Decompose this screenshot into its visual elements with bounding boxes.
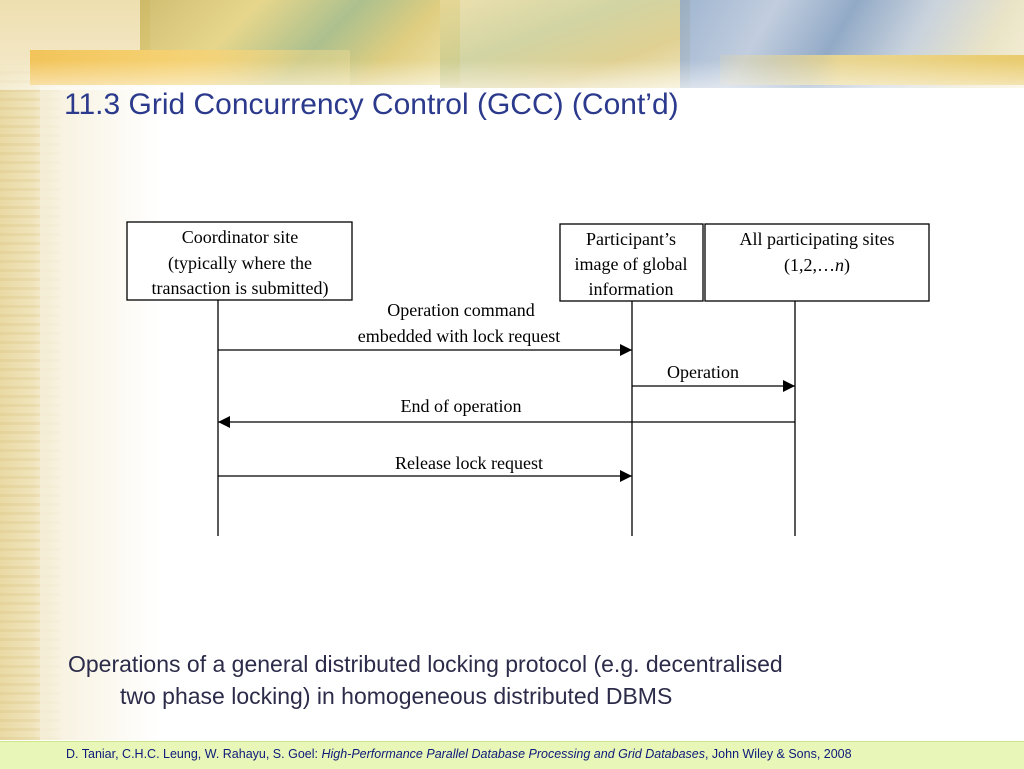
footer-bar: D. Taniar, C.H.C. Leung, W. Rahayu, S. G…	[0, 741, 1024, 769]
all-sites-range-n: n	[835, 255, 844, 275]
message-operation-command: Operation command embedded with lock req…	[218, 300, 632, 356]
footer-authors: D. Taniar, C.H.C. Leung, W. Rahayu, S. G…	[66, 747, 322, 761]
coordinator-node-line: transaction is submitted)	[152, 278, 329, 299]
message-label: Operation command	[387, 300, 534, 320]
message-label: Operation	[667, 362, 739, 382]
message-label: End of operation	[401, 396, 522, 416]
footer-citation: D. Taniar, C.H.C. Leung, W. Rahayu, S. G…	[66, 747, 852, 761]
participant-image-node-line: Participant’s	[586, 229, 676, 249]
banner-fade	[0, 60, 1024, 90]
message-release-lock: Release lock request	[218, 453, 632, 482]
participant-image-node-line: information	[589, 279, 674, 299]
all-sites-range-suffix: )	[844, 255, 850, 276]
all-sites-node: All participating sites (1,2,…n)	[704, 223, 930, 302]
all-sites-range-prefix: (1,2,…	[784, 255, 835, 276]
slide-caption: Operations of a general distributed lock…	[68, 648, 968, 712]
left-decorative-fade	[40, 0, 160, 740]
slide-title: 11.3 Grid Concurrency Control (GCC) (Con…	[64, 88, 679, 121]
all-sites-node-line: All participating sites	[740, 229, 895, 249]
footer-book-title: High-Performance Parallel Database Proce…	[321, 747, 705, 761]
all-sites-node-line: (1,2,…n)	[784, 255, 850, 276]
message-operation: Operation	[632, 362, 795, 392]
message-label: Release lock request	[395, 453, 543, 473]
participant-image-node-line: image of global	[575, 254, 688, 274]
participant-image-node: Participant’s image of global informatio…	[559, 223, 704, 302]
top-decorative-banner	[0, 0, 1024, 90]
coordinator-node: Coordinator site (typically where the tr…	[126, 221, 353, 301]
message-label: embedded with lock request	[358, 326, 560, 346]
coordinator-node-line: Coordinator site	[182, 227, 298, 247]
message-end-of-operation: End of operation	[218, 396, 795, 428]
caption-line: two phase locking) in homogeneous distri…	[120, 683, 673, 709]
coordinator-node-line: (typically where the	[168, 253, 312, 274]
footer-publisher: , John Wiley & Sons, 2008	[704, 747, 852, 761]
sequence-diagram: Coordinator site (typically where the tr…	[126, 221, 930, 536]
caption-line: Operations of a general distributed lock…	[68, 651, 783, 677]
